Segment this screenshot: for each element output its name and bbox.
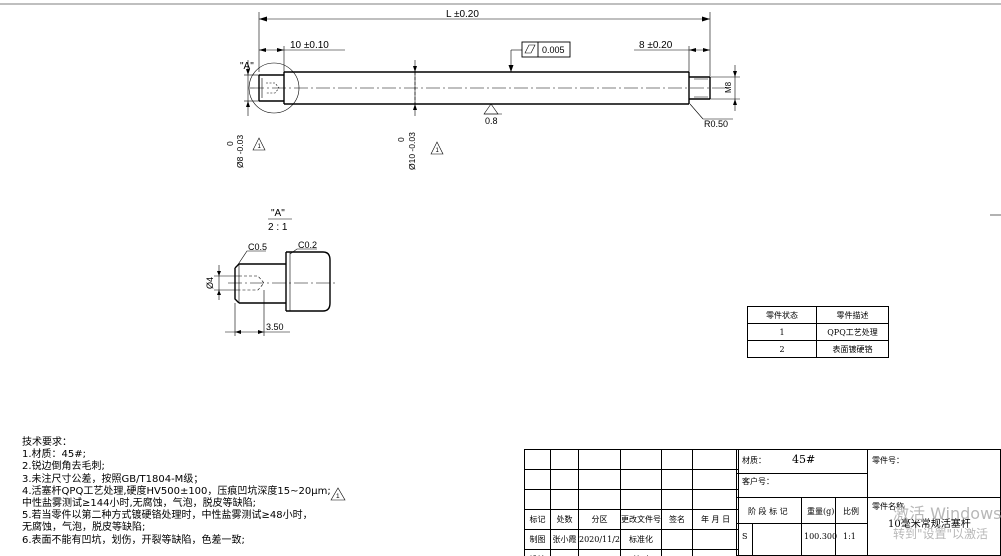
title-block: 标记 处数 分区 更改文件号 签名 年 月 日 制图 张小霞 2020/11/2… [524,449,1001,556]
design-row: 设计 校对 [524,549,740,556]
dim-right-segment [634,46,710,72]
tb-label: 标记 [524,509,551,530]
tech-req-line: 1.材质：45#; [22,449,87,461]
triangle-note-icon [252,137,266,151]
tb-design-date [577,549,622,556]
tb-label: 更改文件号 [620,509,663,530]
table-header-row: 零件状态 零件描述 [747,306,889,324]
straightness-value: 0.005 [542,45,565,55]
triangle-note-mark: 1 [258,144,262,150]
tb-weight-label: 重量(g) [807,507,835,516]
detail-diameter: Ø4 [205,277,215,289]
roughness-symbol [483,103,502,115]
tb-stage-divider [752,523,753,556]
tb-weight-value: 100.300 [804,532,838,541]
tb-part-name-label: 零件名称 [872,502,904,511]
tb-label: 签名 [661,509,694,530]
dim-small-diameter [244,60,259,116]
triangle-note-icon [430,141,444,155]
tech-req-line: 3.未注尺寸公差，按照GB/T1804-M级； [22,473,204,485]
table-row: 2 表面镀硬铬 [747,340,889,358]
revision-header-row: 标记 处数 分区 更改文件号 签名 年 月 日 [524,509,740,530]
drawn-row: 制图 张小霞 2020/11/2 标准化 [524,529,740,550]
triangle-note-icon [330,487,346,501]
dim-left-segment-text: 10 ±0.10 [290,40,329,51]
straightness-frame [508,41,571,72]
table-row: 1 QPQ工艺处理 [747,323,889,341]
dim-overall-length [258,12,711,76]
table-cell: 表面镀硬铬 [816,340,889,358]
triangle-note-mark: 1 [436,148,440,154]
tech-req-title: 技术要求： [22,437,72,448]
tech-req-line: 中性盐雾测试≥144小时,无腐蚀，气泡，脱皮等缺陷; [22,498,257,510]
table-header: 零件状态 [747,306,817,324]
dim-thread [710,65,740,111]
view-label-a: "A" [240,61,254,72]
detail-length: 3.50 [266,322,284,332]
tb-label: 标准化 [620,529,663,550]
part-status-table: 零件状态 零件描述 1 QPQ工艺处理 2 表面镀硬铬 [747,306,889,358]
dim-right-segment-text: 8 ±0.20 [639,40,673,51]
tb-material-value: 45# [792,453,816,466]
tb-drawer: 张小霞 [550,529,579,550]
dim-small-text: Ø8 -0.03 [235,135,245,168]
detail-circle-a [248,62,300,114]
triangle-note-mark: 1 [336,493,340,500]
tb-label: 年 月 日 [692,509,740,530]
dim-large-diameter [413,60,417,116]
tb-part-name: 10毫米常规活塞杆 [888,519,971,530]
radius-leader [689,103,733,120]
dim-left-segment [259,46,345,72]
tech-req-line: 4.活塞杆QPQ工艺处理,硬度HV500±100，压痕凹坑深度15~20μm; [22,485,331,497]
tech-req-line: 5.若当零件以第二种方式镀硬铬处理时，中性盐雾测试≥48小时， [22,510,313,522]
tb-material-label: 材质： [742,456,766,465]
table-header: 零件描述 [816,306,889,324]
dim-large-upper: 0 [396,137,406,142]
dim-small-upper: 0 [225,141,235,146]
tb-label: 制图 [524,529,551,550]
tb-scale-label: 比例 [843,507,859,516]
detail-chamfer1: C0.5 [248,242,267,252]
thread-text: M8 [724,81,733,93]
tb-label: 设计 [524,549,551,556]
table-cell: 1 [747,323,817,341]
tb-design-by [550,549,579,556]
technical-requirements: 技术要求： 1.材质：45#; 2.锐边倒角去毛刺; 3.未注尺寸公差，按照GB… [22,437,492,547]
tb-label: 处数 [550,509,579,530]
detail-view-a [214,248,338,336]
tb-stage-label: 阶 段 标 记 [748,507,788,516]
watermark-line1: 激活 Windows [893,504,1001,523]
detail-label: "A" [271,208,285,219]
windows-activation-watermark: 激活 Windows 转到"设置"以激活 [893,500,1001,542]
dim-large-text: Ø10 -0.03 [407,132,417,170]
tb-label: 分区 [577,509,622,530]
radius-text: R0.50 [704,119,728,129]
table-cell: 2 [747,340,817,358]
detail-chamfer2: C0.2 [298,240,317,250]
tech-req-line: 无腐蚀，气泡，脱皮等缺陷; [22,522,146,534]
tb-date: 2020/11/2 [577,529,622,550]
tb-scale-value: 1:1 [843,532,856,541]
dim-overall-length-text: L ±0.20 [446,9,479,20]
tech-req-line: 2.锐边倒角去毛刺; [22,461,105,473]
tech-req-line: 6.表面不能有凹坑，划伤，开裂等缺陷，色差一致; [22,534,245,546]
detail-scale: 2 : 1 [268,222,288,233]
watermark-line2: 转到"设置"以激活 [893,527,989,541]
tb-stage-value: S [742,532,748,541]
roughness-value: 0.8 [485,116,498,126]
tb-label: 校对 [620,549,663,556]
table-cell: QPQ工艺处理 [816,323,889,341]
tb-part-no-label: 零件号： [872,456,904,465]
revision-grid: 标记 处数 分区 更改文件号 签名 年 月 日 制图 张小霞 2020/11/2… [524,449,740,556]
shaft-main-view [250,71,725,105]
tb-customer-label: 客户号： [742,477,774,486]
